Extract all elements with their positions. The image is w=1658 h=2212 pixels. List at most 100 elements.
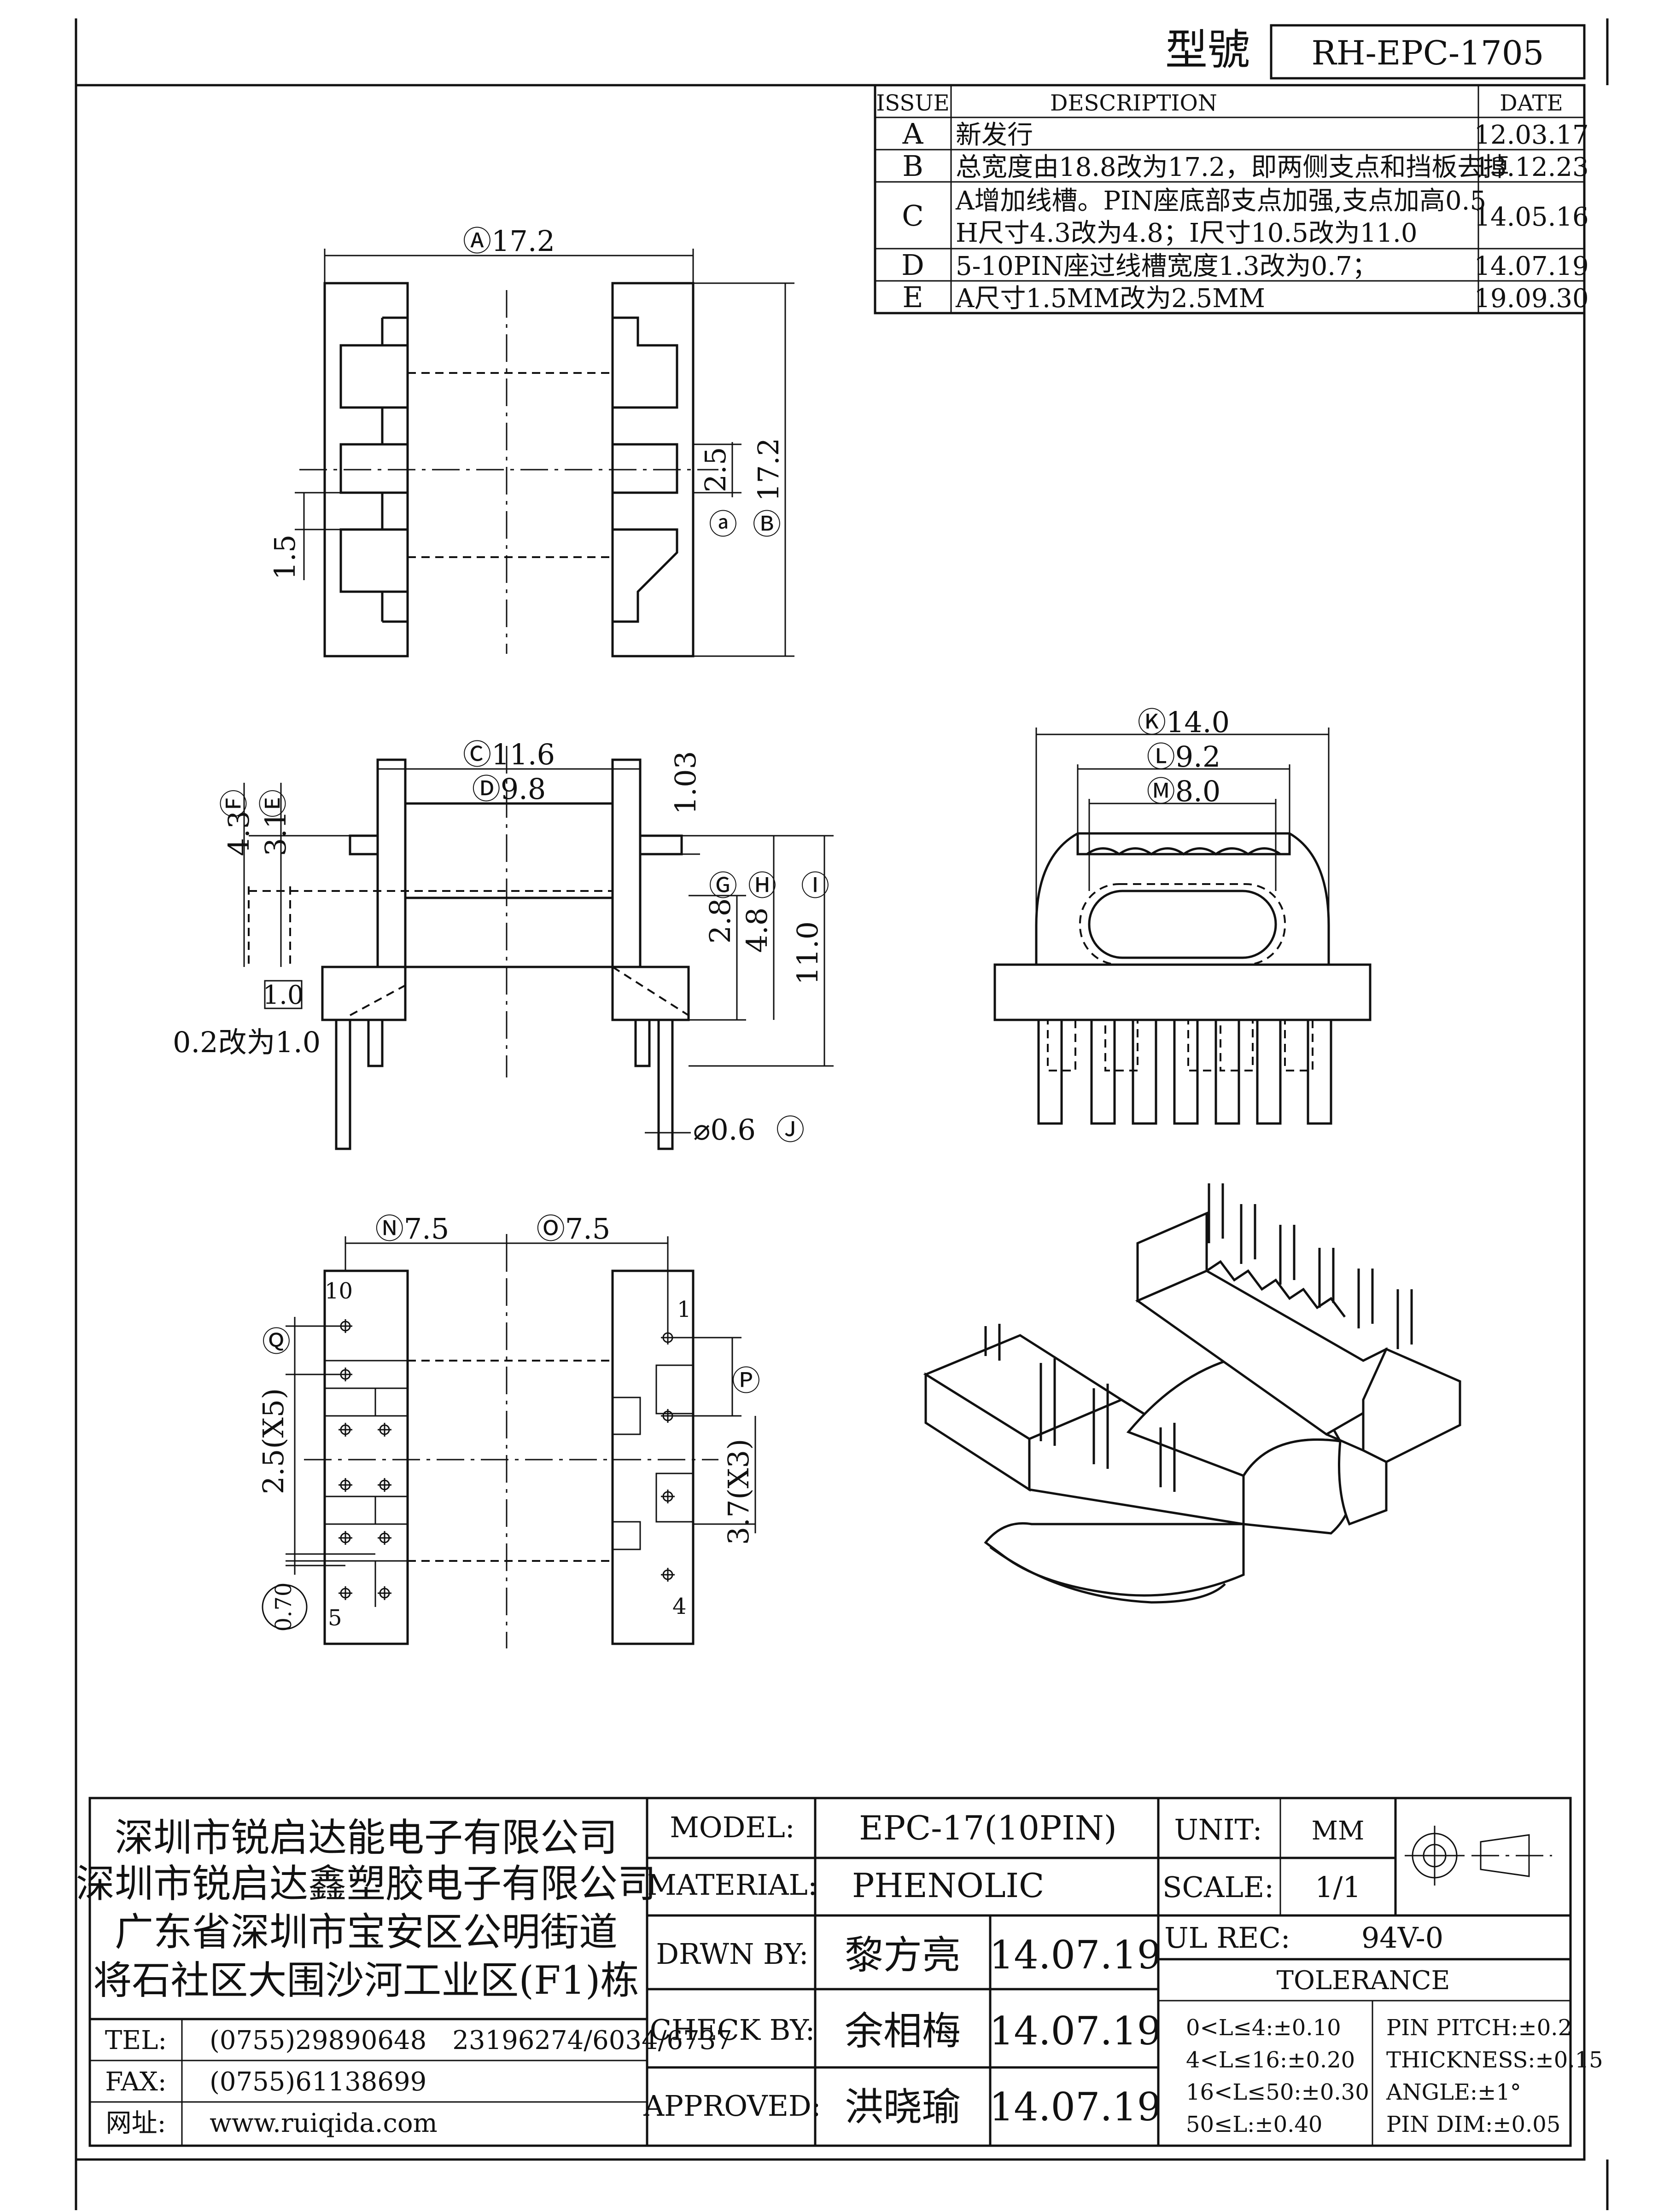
- check-name: 余相梅: [845, 2008, 961, 2054]
- check-date: 14.07.19: [989, 2008, 1162, 2054]
- approved-name: 洪晓瑜: [845, 2084, 961, 2130]
- front-view: Ⓚ14.0 Ⓛ9.2 Ⓜ8.0: [993, 705, 1372, 1125]
- front-pins: [1037, 1019, 1332, 1125]
- rev-date: 19.09.30: [1474, 284, 1588, 314]
- dim-F-mark: Ⓕ: [217, 789, 251, 818]
- model-number-label: 型號: [1165, 25, 1250, 75]
- spec-row: PIN PITCH:±0.2: [1386, 2015, 1572, 2041]
- drawing-border: [75, 84, 1586, 2161]
- dim-E-mark: Ⓔ: [257, 789, 290, 818]
- rev-desc: A增加线槽。PIN座底部支点加强,支点加高0.5: [955, 186, 1486, 216]
- rev-date: 14.05.16: [1474, 202, 1588, 232]
- material-value: PHENOLIC: [852, 1866, 1044, 1905]
- pin-1-label: 1: [677, 1297, 691, 1322]
- fax-label: FAX:: [105, 2067, 166, 2097]
- spec-row: PIN DIM:±0.05: [1386, 2112, 1560, 2137]
- company-line-1: 深圳市锐启达能电子有限公司: [115, 1815, 618, 1860]
- rev-desc-line2: H尺寸4.3改为4.8；I尺寸10.5改为11.0: [956, 218, 1417, 248]
- unit-label: UNIT:: [1174, 1813, 1262, 1846]
- dim-K: Ⓚ14.0: [1138, 705, 1230, 739]
- dim-circled-0-70: 0.70: [271, 1583, 297, 1632]
- rev-desc: 总宽度由18.8改为17.2，即两侧支点和挡板去掉: [956, 152, 1509, 182]
- dim-A: Ⓐ17.2: [463, 224, 555, 258]
- model-value: EPC-17(10PIN): [859, 1809, 1117, 1847]
- rev-issue: C: [902, 199, 923, 233]
- rev-date: 14.07.19: [1474, 251, 1588, 281]
- dim-M: Ⓜ8.0: [1147, 774, 1221, 808]
- side-view: Ⓒ11.6 Ⓓ9.8 4.3 3.1 Ⓕ Ⓔ 1.03 2.8 4.8 11.0…: [173, 738, 834, 1150]
- dim-E-value: 3.1: [259, 811, 292, 856]
- drawn-label: DRWN BY:: [656, 1937, 808, 1971]
- rev-col-issue: ISSUE: [876, 90, 949, 116]
- rev-issue: E: [902, 280, 923, 314]
- dim-B-mark: Ⓑ: [753, 507, 781, 541]
- dim-P-mark: Ⓟ: [732, 1364, 760, 1397]
- dim-N: Ⓝ7.5: [375, 1212, 450, 1246]
- dim-L: Ⓛ9.2: [1147, 740, 1221, 774]
- rev-col-description: DESCRIPTION: [1050, 90, 1217, 116]
- dim-I-mark: Ⓘ: [801, 869, 829, 902]
- tolerance-row: 50≤L:±0.40: [1186, 2112, 1322, 2137]
- ul-value: 94V-0: [1361, 1921, 1443, 1955]
- dim-G-mark: Ⓖ: [709, 869, 737, 902]
- side-note: 0.2改为1.0: [173, 1025, 321, 1059]
- drawn-name: 黎方亮: [845, 1933, 961, 1978]
- rev-date: 12.03.17: [1474, 120, 1588, 150]
- bottom-view: Ⓝ7.5 Ⓞ7.5 Ⓠ 2.5(X5) Ⓟ 3.7(X3) 10 1 5 4 0…: [257, 1212, 760, 1648]
- check-label: CHECK BY:: [650, 2013, 815, 2047]
- rev-issue: A: [902, 117, 924, 151]
- web-label: 网址:: [106, 2108, 166, 2138]
- dim-pitch-x3: 3.7(X3): [722, 1439, 755, 1545]
- dim-J-mark: Ⓙ: [776, 1113, 805, 1147]
- tolerance-row: 4<L≤16:±0.20: [1186, 2047, 1355, 2073]
- rev-issue: B: [902, 149, 923, 183]
- bottom-pins-left: [339, 1319, 391, 1600]
- isometric-view: [923, 1183, 1461, 1604]
- dim-J: ⌀0.6: [693, 1113, 756, 1147]
- drawn-date: 14.07.19: [989, 1933, 1162, 1978]
- projection-symbol-icon: [1405, 1826, 1552, 1886]
- dim-Q-mark: Ⓠ: [262, 1325, 291, 1358]
- dim-F-value: 4.3: [222, 811, 256, 856]
- web-link[interactable]: www.ruiqida.com: [210, 2108, 438, 2138]
- dim-boxed-1-0: 1.0: [263, 980, 304, 1010]
- ul-label: UL REC:: [1164, 1921, 1290, 1955]
- dim-B-value: 17.2: [752, 438, 785, 501]
- dim-C: Ⓒ11.6: [463, 738, 555, 771]
- revision-table: ISSUE DESCRIPTION DATE A 新发行 12.03.17 B …: [874, 84, 1589, 314]
- model-label: MODEL:: [670, 1810, 794, 1844]
- rev-desc: 5-10PIN座过线槽宽度1.3改为0.7；: [956, 251, 1378, 281]
- spec-row: ANGLE:±1°: [1386, 2079, 1521, 2105]
- dim-a-mark: ⓐ: [709, 507, 737, 541]
- rev-desc: A尺寸1.5MM改为2.5MM: [955, 284, 1265, 314]
- tolerance-row: 0<L≤4:±0.10: [1186, 2015, 1341, 2041]
- dim-G-value: 2.8: [703, 898, 737, 944]
- tel-label: TEL:: [105, 2026, 167, 2055]
- approved-label: APPROVED:: [643, 2089, 821, 2123]
- tolerance-label: TOLERANCE: [1277, 1966, 1450, 1996]
- dim-left-1-5: 1.5: [268, 535, 302, 580]
- fax-value: (0755)61138699: [210, 2067, 426, 2097]
- tel-value: (0755)29890648 23196274/6034/6737: [210, 2026, 732, 2055]
- spec-row: THICKNESS:±0.15: [1386, 2047, 1603, 2073]
- pin-10-label: 10: [325, 1278, 353, 1304]
- pin-5-label: 5: [328, 1605, 342, 1631]
- material-label: MATERIAL:: [647, 1868, 817, 1902]
- rev-col-date: DATE: [1500, 90, 1563, 116]
- model-header: 型號 RH-EPC-1705: [1165, 24, 1586, 80]
- company-line-4: 将石社区大围沙河工业区(F1)栋: [93, 1958, 639, 2003]
- dim-1-03: 1.03: [669, 751, 702, 815]
- rev-issue: D: [901, 248, 924, 282]
- dim-D: Ⓓ9.8: [472, 772, 546, 806]
- pin-4-label: 4: [672, 1594, 687, 1619]
- dim-pitch-x5: 2.5(X5): [257, 1388, 290, 1495]
- approved-date: 14.07.19: [989, 2084, 1162, 2130]
- model-number: RH-EPC-1705: [1312, 34, 1544, 72]
- dim-H-mark: Ⓗ: [748, 869, 776, 902]
- scale-value: 1/1: [1315, 1870, 1361, 1904]
- dim-a-value: 2.5: [699, 447, 732, 493]
- company-line-2: 深圳市锐启达鑫塑胶电子有限公司: [76, 1861, 656, 1906]
- top-view: Ⓐ17.2 17.2 Ⓑ 2.5 ⓐ 1.5: [268, 224, 794, 658]
